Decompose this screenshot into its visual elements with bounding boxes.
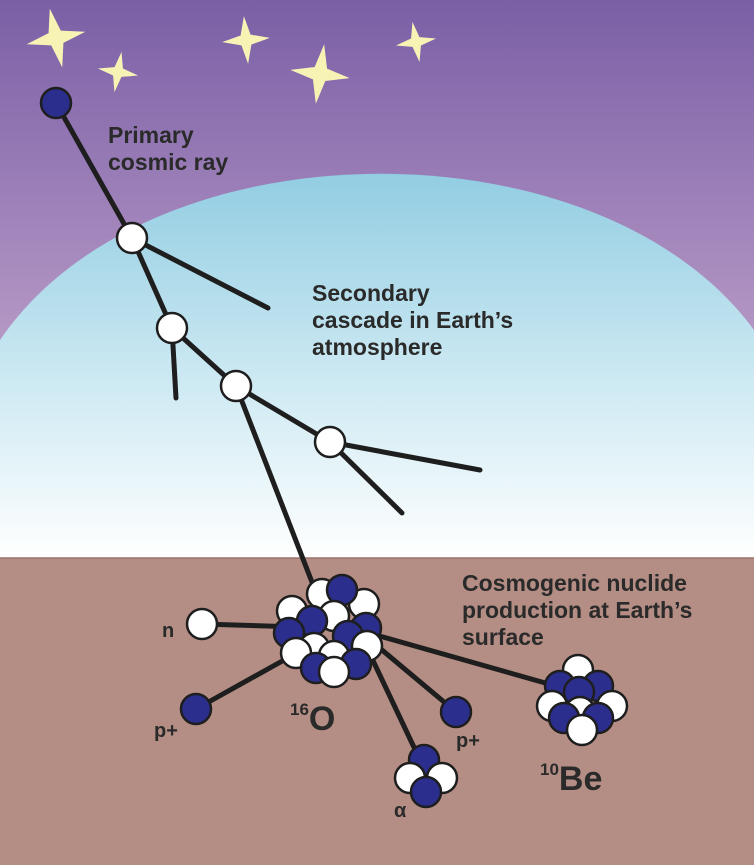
alpha-particle [393, 743, 459, 809]
cascade-vertex [115, 221, 149, 255]
oxygen-mass-number: 16 [290, 700, 309, 719]
oxygen-16-nucleus [272, 573, 384, 689]
proton-left-label: p+ [154, 720, 178, 742]
neutron-particle [185, 607, 219, 641]
cascade-vertex [155, 311, 189, 345]
primary-proton [39, 86, 73, 120]
secondary-cascade-label: Secondary cascade in Earth’s atmosphere [312, 280, 514, 360]
beryllium-mass-number: 10 [540, 760, 559, 779]
proton-particle-left [179, 692, 213, 726]
primary-cosmic-ray-label: Primary cosmic ray [108, 122, 229, 175]
cascade-vertex [219, 369, 253, 403]
beryllium-symbol: Be [558, 760, 603, 798]
cosmogenic-production-label: Cosmogenic nuclide production at Earth’s… [462, 570, 693, 650]
beryllium-10-nucleus [535, 653, 629, 747]
beryllium-10-label: 10Be [540, 752, 602, 797]
alpha-label: α [394, 800, 407, 822]
cascade-vertices [115, 221, 347, 459]
proton-right-label: p+ [456, 730, 480, 752]
oxygen-symbol: O [308, 700, 336, 738]
cascade-vertex [313, 425, 347, 459]
proton-particle-right [439, 695, 473, 729]
neutron-label: n [162, 620, 175, 642]
atmosphere-dome [0, 173, 754, 560]
oxygen-16-label: 16O [290, 692, 335, 737]
